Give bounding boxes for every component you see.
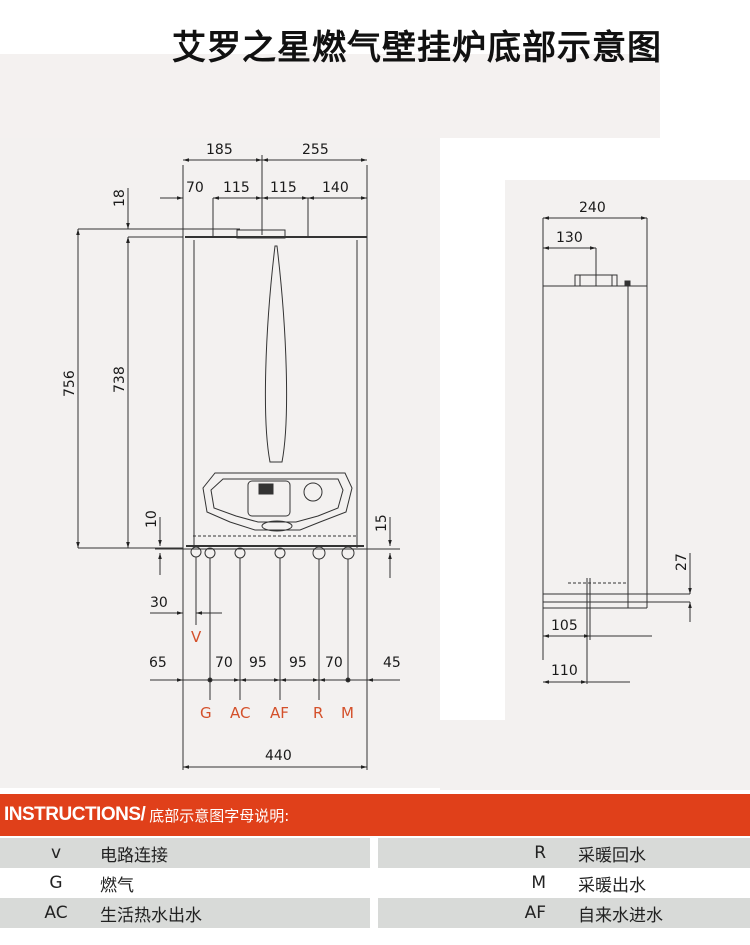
legend-right: R 采暖回水 M 采暖出水 AF 自来水进水 xyxy=(378,838,750,928)
dim-flue-offset: 130 xyxy=(556,230,583,246)
bottom-dimension-lines xyxy=(150,677,400,769)
legend-desc: 采暖回水 xyxy=(578,845,646,866)
dim-top-offset: 18 xyxy=(112,189,128,207)
label-g: G xyxy=(200,704,212,722)
legend-row: R 采暖回水 xyxy=(378,838,750,868)
legend-row: v 电路连接 xyxy=(0,838,370,868)
legend-desc: 生活热水出水 xyxy=(100,905,202,926)
legend-row: M 采暖出水 xyxy=(378,868,750,898)
dim-bottom-offset-right: 15 xyxy=(374,514,390,532)
boiler-front-outline xyxy=(78,165,368,770)
dim-bottom-6: 45 xyxy=(383,655,401,671)
dim-segment-1: 70 xyxy=(186,180,204,196)
dim-bottom-1: 65 xyxy=(149,655,167,671)
dim-bottom-4: 95 xyxy=(289,655,307,671)
legend-row: AC 生活热水出水 xyxy=(0,898,370,928)
dim-conn-depth-1: 105 xyxy=(551,618,578,634)
legend-code: R xyxy=(534,843,546,863)
dim-bottom-2: 70 xyxy=(215,655,233,671)
top-dimension-lines xyxy=(160,155,367,237)
page-title: 艾罗之星燃气壁挂炉底部示意图 xyxy=(172,28,662,68)
side-dimension-lines xyxy=(543,216,692,684)
legend-code: AF xyxy=(524,903,546,923)
dim-v-offset: 30 xyxy=(150,595,168,611)
legend-code: M xyxy=(531,873,546,893)
label-r: R xyxy=(313,704,323,722)
left-dimension-lines xyxy=(76,188,392,578)
label-v: V xyxy=(191,628,202,646)
dim-side-bottom-offset: 27 xyxy=(674,553,690,571)
legend-desc: 燃气 xyxy=(100,875,134,896)
dim-segment-4: 140 xyxy=(322,180,349,196)
dim-overall-left: 185 xyxy=(206,142,233,158)
instructions-heading-cn: 底部示意图字母说明: xyxy=(149,806,290,825)
legend-desc: 采暖出水 xyxy=(578,875,646,896)
legend-desc: 电路连接 xyxy=(100,845,168,866)
technical-drawing: 185 255 70 115 115 140 18 756 738 10 15 … xyxy=(62,142,692,770)
dim-conn-depth-2: 110 xyxy=(551,663,578,679)
dim-total-height: 756 xyxy=(62,370,78,397)
label-m: M xyxy=(341,704,354,722)
legend-code: v xyxy=(50,843,62,863)
paper-background-bottom xyxy=(440,720,750,790)
dim-bottom-offset-left: 10 xyxy=(144,510,160,528)
instructions-heading-en: INSTRUCTIONS/ xyxy=(4,804,146,825)
legend-code: G xyxy=(49,873,63,893)
dim-segment-2: 115 xyxy=(223,180,250,196)
label-ac: AC xyxy=(230,704,250,722)
legend-row: AF 自来水进水 xyxy=(378,898,750,928)
legend-row: G 燃气 xyxy=(0,868,370,898)
dim-segment-3: 115 xyxy=(270,180,297,196)
dim-bottom-5: 70 xyxy=(325,655,343,671)
legend-code: AC xyxy=(44,903,68,923)
dim-body-height: 738 xyxy=(112,366,128,393)
dim-depth: 240 xyxy=(579,200,606,216)
connection-pipes xyxy=(155,546,400,700)
legend-desc: 自来水进水 xyxy=(578,905,663,926)
dim-overall-right: 255 xyxy=(302,142,329,158)
boiler-side-outline xyxy=(542,218,690,684)
label-af: AF xyxy=(270,704,289,722)
instructions-header: INSTRUCTIONS/ 底部示意图字母说明: xyxy=(0,794,750,836)
dim-width: 440 xyxy=(265,748,292,764)
paper-gap xyxy=(440,138,505,788)
dim-bottom-3: 95 xyxy=(249,655,267,671)
legend-left: v 电路连接 G 燃气 AC 生活热水出水 xyxy=(0,838,370,928)
paper-background-top xyxy=(0,54,660,138)
